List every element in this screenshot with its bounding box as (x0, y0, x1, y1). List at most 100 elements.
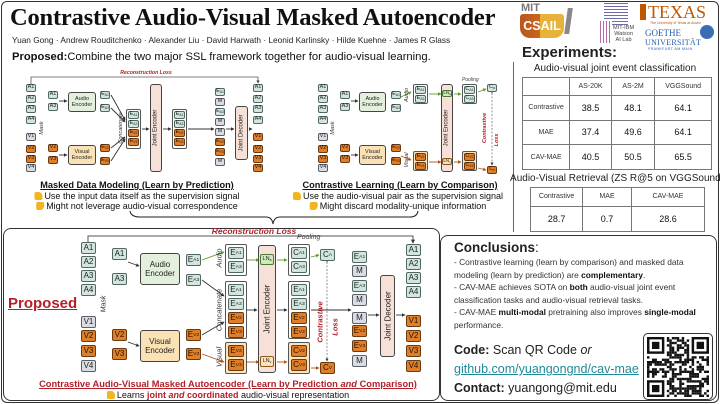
learns-part: coordinated (186, 390, 239, 400)
contact-email[interactable]: yuangong@mit.edu (504, 381, 617, 395)
token-sub: V3 (235, 329, 242, 335)
token: A3 (253, 105, 263, 113)
token: A2 (26, 95, 36, 103)
token-base: E (230, 262, 236, 271)
token-base: A1 (114, 249, 125, 258)
visual-encoder-label: Visual Encoder (71, 148, 93, 161)
joint-encoder: Joint Encoder (258, 245, 276, 373)
token-base: E (230, 313, 236, 322)
combine-brace (129, 210, 419, 225)
token: M (215, 128, 225, 136)
token: V4 (26, 164, 36, 172)
proposed-text: Combine the two major SSL framework toge… (67, 51, 431, 63)
token-sub: A3 (298, 264, 305, 270)
token-base: M (217, 118, 223, 125)
audio-label: Audio (214, 248, 224, 268)
arrow (310, 253, 320, 258)
token-base: C (489, 166, 494, 173)
conclusions-colon: : (535, 240, 539, 255)
audio-encoder: Audio Encoder (140, 253, 180, 285)
token-sub: V3 (298, 362, 305, 368)
conclusion-item: - Contrastive learning (learn by compari… (454, 256, 716, 281)
token-base: E (293, 285, 299, 294)
table-cell: 49.6 (610, 119, 656, 146)
token-base: E (101, 104, 105, 111)
thumbs-up-icon (34, 192, 43, 200)
arrow (127, 261, 140, 267)
token-base: A2 (27, 95, 35, 102)
token-base: E (187, 330, 194, 339)
token-base: A4 (83, 285, 94, 294)
token-sub: A1 (133, 113, 138, 118)
token: A4 (253, 116, 263, 124)
token-base: A4 (408, 287, 419, 296)
token-base: C (465, 153, 470, 160)
token-base: E (101, 144, 105, 151)
token-base: A4 (27, 116, 35, 123)
watson-logo-bars (600, 21, 612, 43)
token: M (352, 265, 367, 277)
token-sub: A1 (104, 93, 109, 98)
token: A1 (318, 84, 328, 92)
token-base: E (230, 299, 236, 308)
code-line: Code: Scan QR Code or (454, 343, 592, 357)
token-sub: V3 (359, 343, 366, 349)
token-base: E (392, 144, 396, 151)
token-base: M (356, 266, 363, 275)
token-sub: a (493, 86, 495, 91)
token-sub: A3 (469, 97, 474, 102)
token: A1 (48, 91, 58, 99)
arrow (400, 91, 412, 98)
mit-logo-text: MIT (521, 2, 540, 14)
reconstruction-loss-arrow (30, 76, 260, 84)
token-base: V2 (319, 145, 327, 152)
reconstruction-loss-label: Reconstruction Loss (211, 226, 297, 236)
token: V3 (406, 345, 421, 357)
token-base: V3 (319, 155, 327, 162)
token-base: E (293, 299, 299, 308)
conclusion-text: - CAV-MAE (454, 307, 499, 317)
token: A4 (81, 284, 96, 296)
audio-encoder-label: Audio Encoder (71, 95, 93, 108)
cl-caption: Contrastive Learning (Learn by Compariso… (302, 180, 498, 190)
cl-pro: Use the audio-visual pair as the supervi… (292, 191, 503, 201)
token-sub: a (449, 91, 451, 96)
conclusion-text: pretraining also improves (545, 307, 645, 317)
token-sub: A3 (359, 283, 366, 289)
watson-line: Watson (614, 31, 633, 37)
token-base: V3 (83, 346, 94, 355)
joint-decoder-label: Joint Decoder (238, 114, 245, 152)
cl-con: Might discard modality-unique informatio… (309, 201, 486, 211)
conclusion-item: - CAV-MAE multi-modal pretraining also i… (454, 306, 716, 331)
arrow (477, 167, 487, 172)
github-link[interactable]: github.com/yuangongnd/cav-mae (454, 362, 639, 376)
qr-code[interactable] (643, 333, 713, 400)
token: M (352, 294, 367, 306)
audio-encoder-label: Audio Encoder (145, 259, 175, 278)
arrow (201, 251, 225, 261)
mdm-pro-text: Use the input data itself as the supervi… (44, 191, 240, 201)
token-sub: V3 (395, 159, 400, 164)
token-sub: V2 (298, 348, 305, 354)
token-base: C (465, 95, 470, 102)
token-base: E (392, 104, 396, 111)
token-base: C (465, 162, 470, 169)
reconstruction-loss-arrow (87, 235, 415, 244)
texas-logo-sub: The University of Texas at Austin (650, 21, 701, 25)
token-base: V2 (27, 145, 35, 152)
column-header: VGGSound (654, 77, 712, 96)
token-sub: V3 (219, 150, 224, 155)
